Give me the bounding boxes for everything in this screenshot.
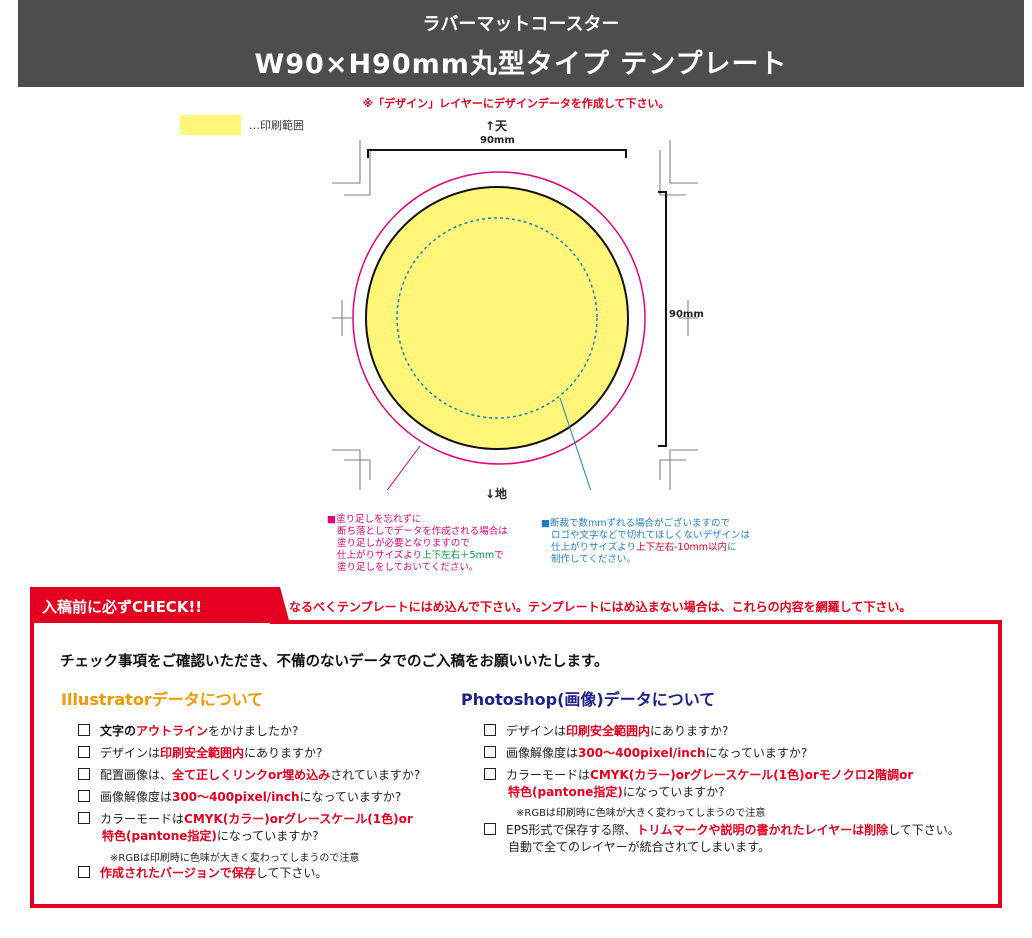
design-layer-notice: ※「デザイン」レイヤーにデザインデータを作成して下さい。	[362, 97, 670, 110]
page-header: ラバーマットコースター W90×H90mm丸型タイプ テンプレート	[18, 0, 1024, 87]
item-text: になっていますか?	[299, 790, 402, 804]
illustrator-check-safe-area[interactable]: デザインは印刷安全範囲内にありますか?	[78, 745, 322, 762]
width-dimension-label: 90mm	[480, 135, 515, 146]
item-highlight: 特色(pantone指定)	[508, 785, 623, 799]
illustrator-section-title: Illustratorデータについて	[61, 690, 264, 709]
checkbox[interactable]	[484, 746, 496, 758]
checkbox[interactable]	[78, 866, 90, 878]
photoshop-check-safe-area[interactable]: デザインは印刷安全範囲内にありますか?	[484, 723, 728, 740]
bleed-note-line: 塗り足しが必要となりますので	[337, 538, 470, 549]
print-area-legend-label: …印刷範囲	[249, 119, 304, 132]
check-tab-label: 入稿前に必ずCHECK!!	[42, 598, 203, 616]
item-text: カラーモードは	[506, 768, 591, 782]
check-box	[30, 620, 1002, 908]
item-text: をかけましたか?	[208, 724, 299, 738]
check-tab-arrow	[270, 587, 290, 624]
illustrator-check-color-mode[interactable]: カラーモードはCMYK(カラー)orグレースケール(1色)or 特色(panto…	[78, 811, 413, 845]
height-dimension-line	[658, 191, 667, 447]
item-text: カラーモードは	[100, 812, 185, 826]
photoshop-check-eps[interactable]: EPS形式で保存する際、トリムマークや説明の書かれたレイヤーは削除して下さい。 …	[484, 822, 960, 856]
trim-marks	[332, 140, 698, 490]
photoshop-check-color-mode[interactable]: カラーモードはCMYK(カラー)orグレースケール(1色)orモノクロ2階調or…	[484, 767, 913, 801]
item-highlight: アウトライン	[136, 724, 209, 738]
illustrator-check-version[interactable]: 作成されたバージョンで保存して下さい。	[78, 865, 327, 882]
item-text: 画像解像度は	[100, 790, 173, 804]
item-highlight: CMYK(カラー)orグレースケール(1色)or	[184, 812, 413, 826]
item-highlight: 全て正しくリンクor埋め込み	[172, 768, 331, 782]
photoshop-rgb-note: ※RGBは印刷時に色味が大きく変わってしまうので注意	[516, 808, 766, 819]
safe-note-text: 仕上がりサイズより	[551, 542, 637, 553]
safe-note-text: に	[727, 542, 737, 553]
item-text: になっていますか?	[622, 785, 725, 799]
item-text: になっていますか?	[705, 746, 808, 760]
bleed-note: ■塗り足しを忘れずに 断ち落としでデータを作成される場合は 塗り足しが必要となり…	[327, 514, 508, 574]
check-box-top-border	[272, 620, 998, 624]
bleed-note-line: 塗り足しをしておいてください。	[337, 562, 479, 573]
safe-area-note: ■断裁で数mmずれる場合がございますので ロゴや文字などで切れてほしくないデザイ…	[541, 518, 750, 566]
bottom-direction-label: ↓地	[485, 487, 508, 501]
item-text: デザインは	[506, 724, 567, 738]
illustrator-check-linked-images[interactable]: 配置画像は、全て正しくリンクor埋め込みされていますか?	[78, 767, 420, 784]
bleed-note-line: 断ち落としでデータを作成される場合は	[337, 526, 508, 537]
checkbox[interactable]	[484, 724, 496, 736]
header-subtitle: ラバーマットコースター	[422, 14, 620, 35]
item-text: EPS形式で保存する際、	[506, 823, 637, 837]
illustrator-rgb-note: ※RGBは印刷時に色味が大きく変わってしまうので注意	[110, 853, 360, 864]
item-text: にありますか?	[244, 746, 323, 760]
bleed-callout-line	[386, 445, 421, 490]
illustrator-check-outline[interactable]: 文字のアウトラインをかけましたか?	[78, 723, 298, 740]
print-area-swatch	[180, 115, 241, 135]
item-text: 自動で全てのレイヤーが統合されてしまいます。	[508, 840, 771, 854]
checkbox[interactable]	[484, 823, 496, 835]
item-text: になっていますか?	[216, 829, 319, 843]
safe-note-line: 制作してください。	[551, 554, 636, 565]
safe-note-line: ロゴや文字などで切れてほしくないデザインは	[551, 530, 751, 541]
checkbox[interactable]	[78, 812, 90, 824]
template-warning: なるべくテンプレートにはめ込んで下さい。テンプレートにはめ込まない場合は、これら…	[289, 600, 912, 614]
bleed-note-text: で	[494, 550, 504, 561]
checkbox[interactable]	[78, 746, 90, 758]
safe-area-circle	[396, 217, 598, 419]
bleed-size-text: 上下左右＋5mm	[422, 550, 495, 561]
width-dimension-line	[367, 149, 627, 158]
header-title: W90×H90mm丸型タイプ テンプレート	[254, 49, 788, 80]
check-intro: チェック事項をご確認いただき、不備のないデータでのご入稿をお願いいたします。	[60, 654, 609, 670]
bleed-note-text: 仕上がりサイズより	[337, 550, 423, 561]
photoshop-check-resolution[interactable]: 画像解像度は300〜400pixel/inchになっていますか?	[484, 745, 807, 762]
item-highlight: トリムマークや説明の書かれたレイヤーは削除	[636, 823, 889, 837]
check-tab: 入稿前に必ずCHECK!!	[30, 587, 272, 623]
item-text: されていますか?	[330, 768, 421, 782]
item-text: 画像解像度は	[506, 746, 579, 760]
photoshop-section-title: Photoshop(画像)データについて	[461, 690, 716, 709]
safe-size-text: 上下左右-10mm以内	[636, 542, 728, 553]
item-highlight: 作成されたバージョンで保存	[100, 866, 256, 880]
checkbox[interactable]	[78, 724, 90, 736]
item-text: して下さい。	[255, 866, 328, 880]
checkbox[interactable]	[78, 768, 90, 780]
item-highlight: 印刷安全範囲内	[160, 746, 245, 760]
checkbox[interactable]	[484, 768, 496, 780]
item-text: デザインは	[100, 746, 161, 760]
safe-note-line: ■断裁で数mmずれる場合がございますので	[541, 518, 730, 529]
safe-callout-line	[559, 397, 592, 490]
item-highlight: 300〜400pixel/inch	[172, 790, 300, 804]
item-highlight: 特色(pantone指定)	[102, 829, 217, 843]
checkbox[interactable]	[78, 790, 90, 802]
illustrator-check-resolution[interactable]: 画像解像度は300〜400pixel/inchになっていますか?	[78, 789, 401, 806]
print-area-circle	[365, 186, 629, 450]
item-highlight: 300〜400pixel/inch	[578, 746, 706, 760]
bleed-circle	[352, 171, 646, 465]
height-dimension-label: 90mm	[669, 309, 704, 320]
coaster-template-diagram	[332, 140, 698, 490]
bleed-note-line: ■塗り足しを忘れずに	[327, 514, 422, 525]
item-highlight: 印刷安全範囲内	[566, 724, 651, 738]
top-direction-label: ↑天	[485, 119, 508, 133]
item-text: して下さい。	[888, 823, 960, 837]
item-text: にありますか?	[650, 724, 729, 738]
item-text: 配置画像は、	[100, 768, 173, 782]
item-highlight: CMYK(カラー)orグレースケール(1色)orモノクロ2階調or	[590, 768, 914, 782]
item-text: 文字の	[100, 724, 137, 738]
